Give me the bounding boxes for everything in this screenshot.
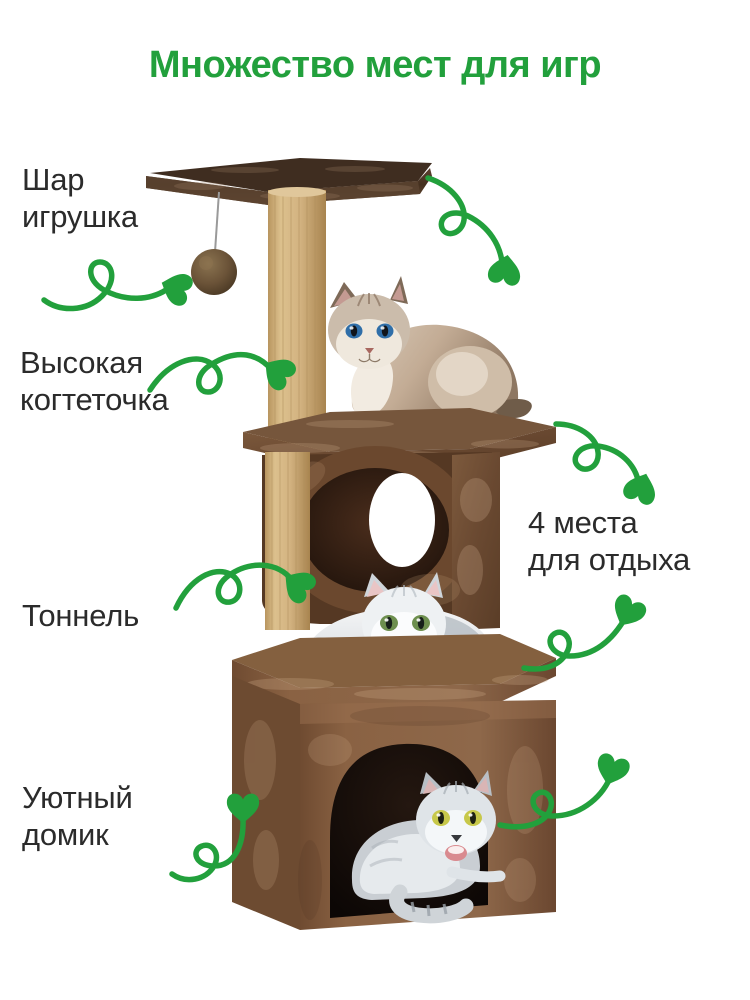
callout-label-tunnel: Тоннель: [22, 598, 140, 633]
callout-label-house: Уютный домик: [22, 780, 133, 852]
callout-label-post: Высокая когтеточка: [20, 345, 169, 417]
cat-kitten-inside: [351, 770, 506, 924]
callout-label-rest: 4 места для отдыха: [528, 505, 691, 577]
tunnel-section: [262, 446, 500, 630]
cat-top-tabby-point: [328, 276, 532, 424]
hanging-ball-toy: [191, 191, 237, 295]
house-top-platform: [232, 634, 556, 706]
callout-label-ball: Шар игрушка: [22, 162, 138, 234]
lower-sisal-post: [265, 452, 310, 630]
page-title: Множество мест для игр: [148, 44, 602, 86]
